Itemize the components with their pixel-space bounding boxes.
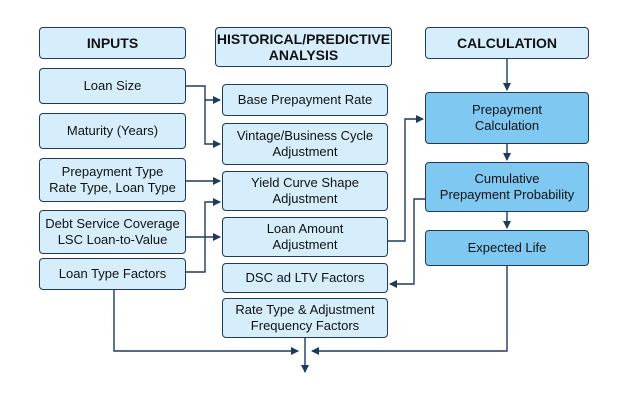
- arrow-cumulative-to-dsc-ltv: [389, 198, 425, 288]
- analysis-header: HISTORICAL/PREDICTIVE ANALYSIS: [215, 27, 392, 67]
- arrow-expected-life-to-bottom: [311, 266, 508, 355]
- arrow-loan-type-to-bottom: [113, 290, 299, 355]
- arrow-loan-type-to-yield-curve: [186, 198, 221, 273]
- inputs-header: INPUTS: [39, 27, 186, 59]
- input-prepayment-type: Prepayment Type Rate Type, Loan Type: [39, 158, 186, 202]
- analysis-yield-curve-shape: Yield Curve Shape Adjustment: [222, 171, 388, 211]
- calc-prepayment-calculation: Prepayment Calculation: [425, 92, 589, 144]
- input-loan-size: Loan Size: [39, 68, 186, 104]
- analysis-vintage-business-cycle: Vintage/Business Cycle Adjustment: [222, 123, 388, 165]
- input-debt-service-coverage: Debt Service Coverage LSC Loan-to-Value: [39, 210, 186, 254]
- input-loan-type-factors: Loan Type Factors: [39, 258, 186, 290]
- analysis-rate-type-frequency: Rate Type & Adjustment Frequency Factors: [222, 298, 388, 338]
- analysis-base-prepayment-rate: Base Prepayment Rate: [222, 84, 388, 116]
- analysis-dsc-ltv-factors: DSC ad LTV Factors: [222, 263, 388, 293]
- arrow-loan-size-to-base-rate: [186, 85, 221, 104]
- calculation-header: CALCULATION: [425, 27, 589, 59]
- arrow-loan-size-to-vintage: [204, 100, 221, 148]
- arrow-loan-amount-to-prepayment-calc: [388, 115, 424, 242]
- analysis-loan-amount: Loan Amount Adjustment: [222, 217, 388, 257]
- calc-cumulative-prepayment-probability: Cumulative Prepayment Probability: [425, 162, 589, 212]
- calc-expected-life: Expected Life: [425, 230, 589, 266]
- input-maturity: Maturity (Years): [39, 113, 186, 149]
